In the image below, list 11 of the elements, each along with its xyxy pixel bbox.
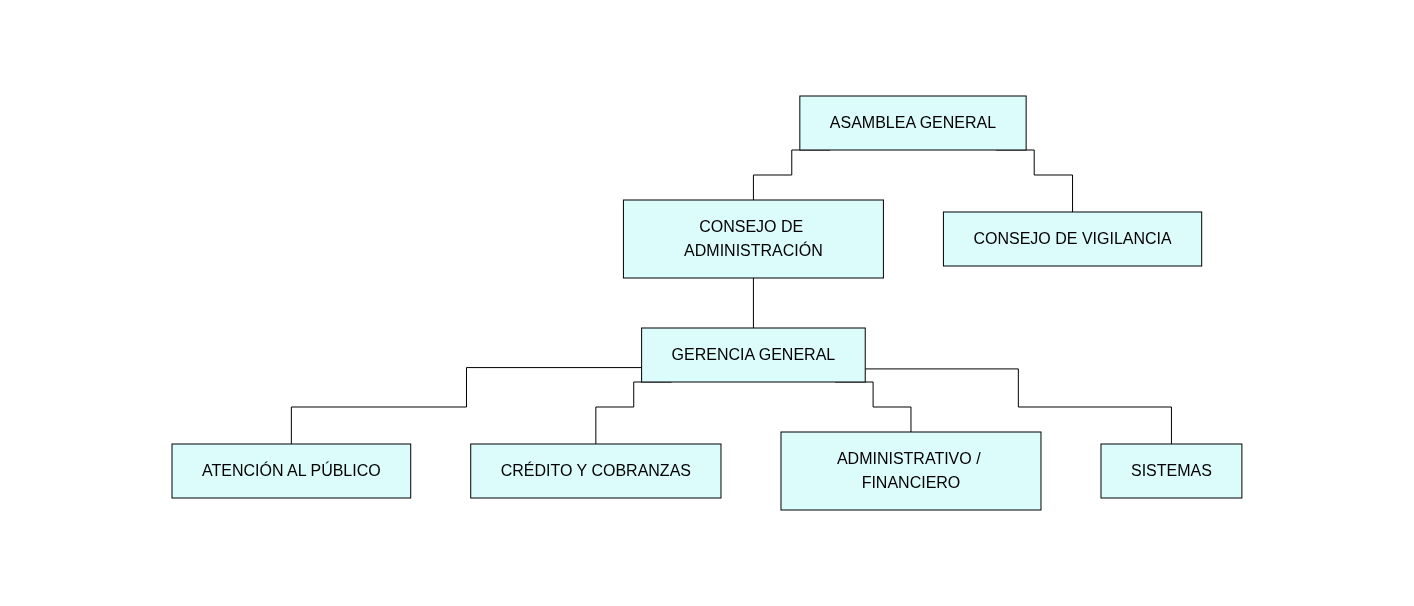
node-box: CONSEJO DE ADMINISTRACIÓN: [622, 199, 884, 279]
node-box: SISTEMAS: [1100, 443, 1243, 499]
node-box: GERENCIA GENERAL: [641, 327, 866, 383]
node-box: ADMINISTRATIVO / FINANCIERO: [780, 431, 1042, 511]
connector: [290, 367, 643, 445]
connector: [864, 368, 1172, 445]
node-box: ASAMBLEA GENERAL: [799, 95, 1027, 151]
node-box: CRÉDITO Y COBRANZAS: [470, 443, 722, 499]
node-box: ATENCIÓN AL PÚBLICO: [171, 443, 412, 499]
connector: [752, 277, 754, 329]
node-box: CONSEJO DE VIGILANCIA: [942, 211, 1203, 267]
